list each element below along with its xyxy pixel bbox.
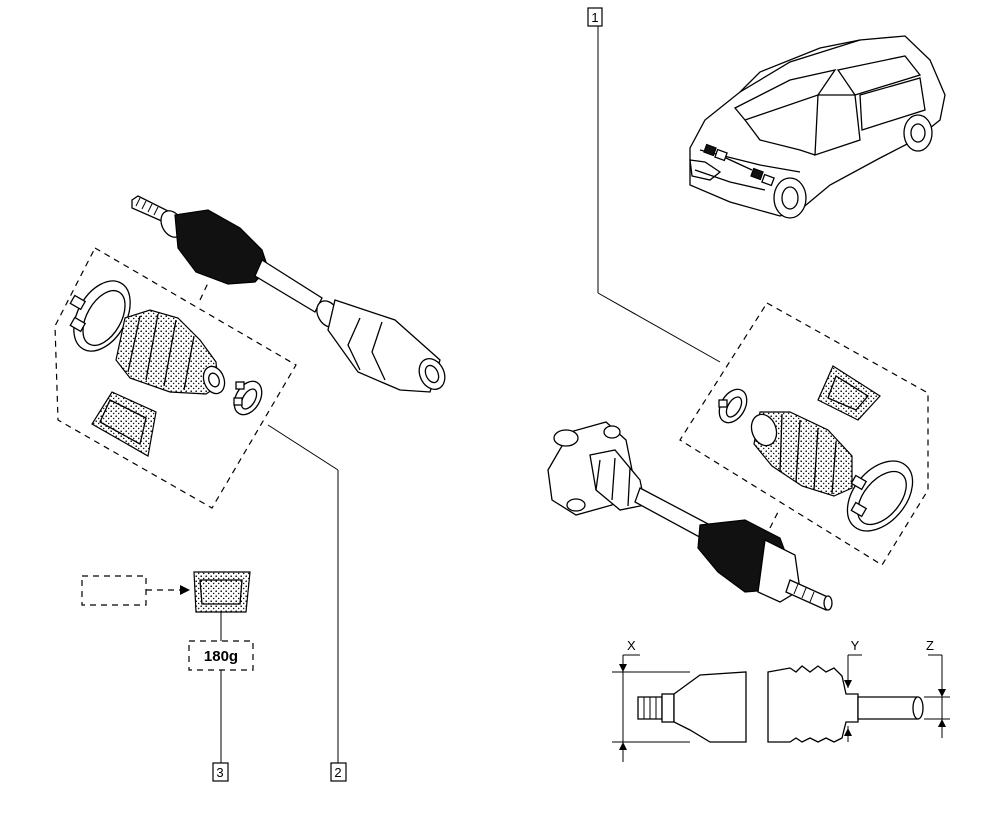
callout-1: 1 [587, 7, 721, 363]
callout-2-label: 2 [334, 765, 341, 780]
driveshaft-gearbox-side [131, 195, 446, 393]
driveshaft-location-icon [703, 143, 775, 187]
clamp-ring-icon [69, 280, 131, 352]
grease-sachet-icon [91, 391, 157, 457]
grease-sachet-icon [817, 365, 881, 421]
dimension-z-label: Z [926, 638, 934, 653]
boot-icon [750, 411, 853, 497]
dimension-x-label: X [627, 638, 636, 653]
grease-quantity-label: 180g [204, 648, 238, 665]
grease-quantity-block: 180g 3 [81, 571, 254, 782]
boot-icon [115, 309, 226, 395]
callout-2: 2 [267, 424, 347, 782]
boot-kit-right [679, 302, 929, 566]
boot-kit-left [54, 247, 297, 509]
callout-3-label: 3 [216, 765, 223, 780]
vehicle-illustration [689, 35, 946, 219]
dimension-y-label: Y [851, 638, 860, 653]
grease-sachet-icon [193, 571, 251, 613]
collar-clip-icon [233, 380, 263, 416]
boot-dimension-detail: X Y Z [612, 638, 950, 762]
driveshaft-wheel-side [547, 421, 833, 611]
collar-clip-icon [718, 388, 748, 424]
callout-1-label: 1 [591, 10, 598, 25]
clamp-ring-icon [846, 460, 914, 532]
